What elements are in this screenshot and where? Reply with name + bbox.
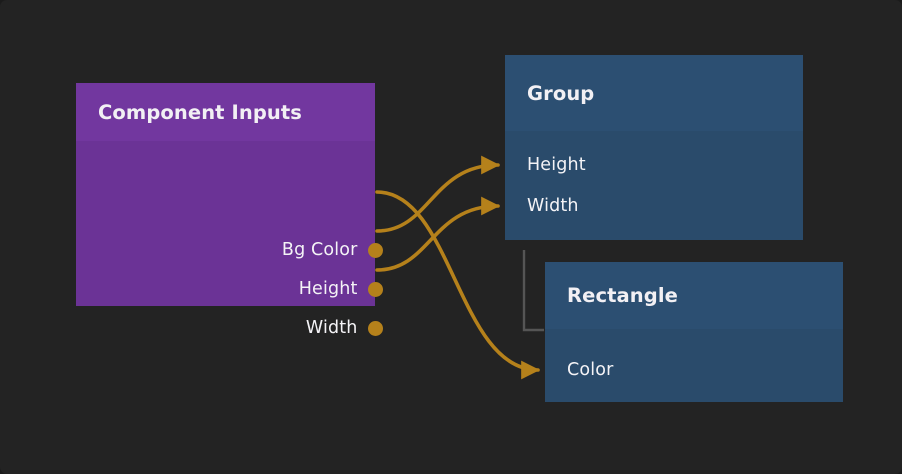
port-out-width-label: Width bbox=[305, 318, 358, 338]
port-out-bg-color[interactable]: Bg Color bbox=[281, 240, 383, 260]
port-in-group-width[interactable]: Width bbox=[527, 196, 579, 216]
port-in-rectangle-color-label: Color bbox=[567, 360, 614, 380]
node-component-inputs-body: Bg Color Height Width bbox=[76, 141, 383, 338]
node-rectangle-title: Rectangle bbox=[567, 284, 678, 307]
node-rectangle-body: Color bbox=[545, 329, 843, 402]
node-component-inputs-header[interactable]: Component Inputs bbox=[76, 83, 375, 141]
port-dot-icon[interactable] bbox=[367, 242, 383, 258]
node-rectangle[interactable]: Rectangle Color bbox=[545, 262, 843, 402]
port-dot-icon[interactable] bbox=[367, 320, 383, 336]
port-in-group-height[interactable]: Height bbox=[527, 155, 586, 175]
node-group[interactable]: Group Height Width bbox=[505, 55, 803, 240]
port-in-rectangle-color[interactable]: Color bbox=[567, 360, 613, 380]
node-rectangle-header[interactable]: Rectangle bbox=[545, 262, 843, 329]
port-in-group-width-label: Width bbox=[527, 196, 579, 216]
node-component-inputs-title: Component Inputs bbox=[98, 100, 302, 124]
group-rectangle-bracket bbox=[522, 250, 544, 332]
port-out-bg-color-label: Bg Color bbox=[281, 240, 358, 260]
edge-width-width[interactable] bbox=[375, 196, 500, 272]
node-group-header[interactable]: Group bbox=[505, 55, 803, 131]
port-out-height-label: Height bbox=[298, 279, 358, 299]
edge-height-height[interactable] bbox=[375, 155, 500, 233]
node-group-title: Group bbox=[527, 81, 595, 105]
node-component-inputs[interactable]: Component Inputs Bg Color Height Width bbox=[76, 83, 383, 338]
port-in-group-height-label: Height bbox=[527, 155, 586, 175]
port-dot-icon[interactable] bbox=[367, 281, 383, 297]
node-group-body: Height Width bbox=[505, 131, 803, 240]
port-out-width[interactable]: Width bbox=[305, 318, 383, 338]
port-out-height[interactable]: Height bbox=[298, 279, 383, 299]
